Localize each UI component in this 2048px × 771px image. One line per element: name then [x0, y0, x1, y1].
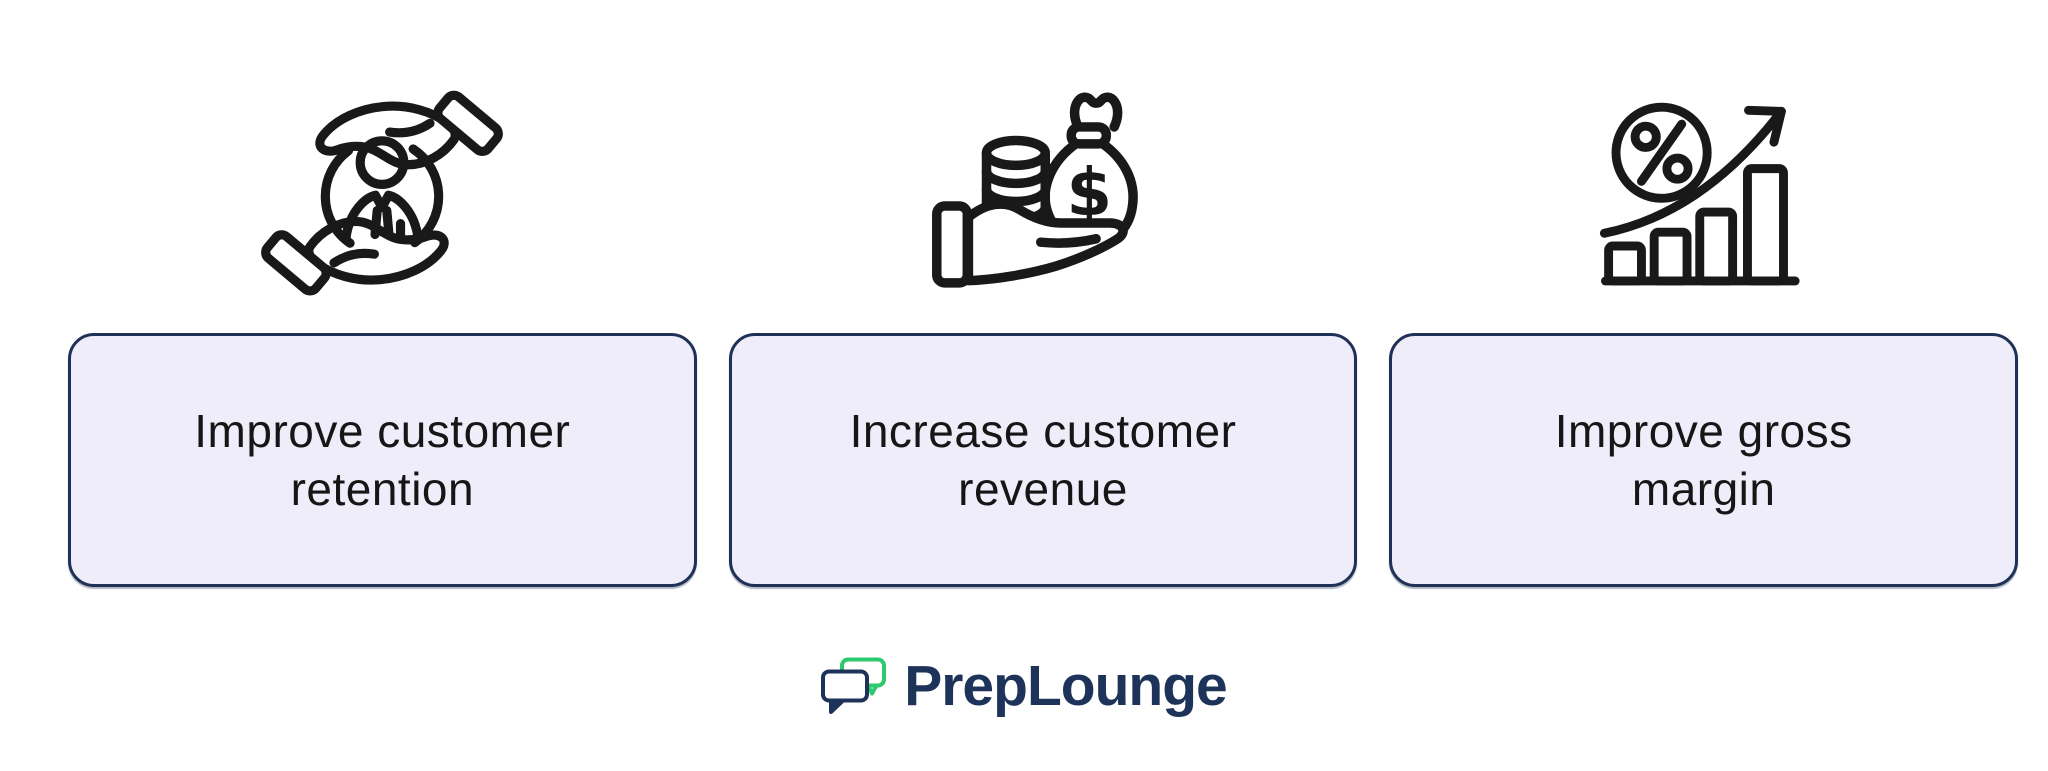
card-improve-gross-margin: Improve gross margin: [1389, 333, 2019, 587]
card-text-line: retention: [290, 463, 475, 515]
card-improve-customer-retention: Improve customer retention: [68, 333, 697, 587]
card-text-line: revenue: [958, 463, 1128, 515]
customer-retention-icon: [261, 73, 491, 296]
icon-wrap-gross-margin: [1389, 0, 2018, 333]
card-increase-customer-revenue: Increase customer revenue: [728, 333, 1358, 587]
percent-growth-chart-icon: [1599, 102, 1800, 286]
chat-bubbles-icon: [821, 657, 887, 714]
card-text-line: Improve customer: [194, 405, 571, 457]
card-text-line: margin: [1631, 463, 1776, 515]
preplounge-logo: PrepLounge: [0, 653, 2048, 719]
card-text-line: Increase customer: [849, 405, 1237, 457]
logo-wordmark: PrepLounge: [904, 654, 1228, 718]
card-text-line: Improve gross: [1554, 405, 1853, 457]
hand-money-bag-icon: $: [932, 92, 1138, 288]
icon-wrap-revenue: $: [729, 0, 1358, 333]
icon-wrap-customer-retention: [68, 0, 697, 333]
column-increase-revenue: $ Increase customer revenue: [728, 0, 1358, 587]
column-customer-retention: Improve customer retention: [68, 0, 697, 587]
cards-row: Improve customer retention $: [68, 0, 2019, 587]
column-gross-margin: Improve gross margin: [1389, 0, 2019, 587]
